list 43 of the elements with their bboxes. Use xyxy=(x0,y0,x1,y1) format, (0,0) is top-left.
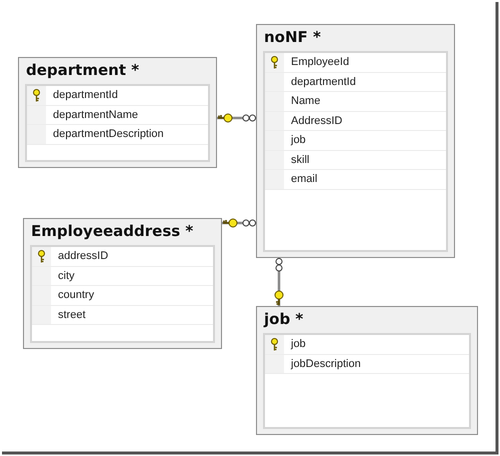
column-name: email xyxy=(291,173,318,185)
column-name: AddressID xyxy=(291,114,342,126)
column-name: Name xyxy=(291,95,320,107)
table-row xyxy=(265,150,446,170)
table-row xyxy=(265,170,446,190)
column-name: departmentName xyxy=(53,108,138,120)
column-name: city xyxy=(58,270,74,282)
table-row xyxy=(265,72,446,92)
table-row xyxy=(265,131,446,150)
table-title: noNF * xyxy=(264,28,321,46)
column-name: departmentId xyxy=(291,76,356,88)
table-title: department * xyxy=(26,61,140,79)
column-name: jobDescription xyxy=(291,358,361,370)
table-row xyxy=(265,335,469,354)
table-row xyxy=(265,354,469,374)
table-box xyxy=(256,306,478,435)
table-row xyxy=(32,266,213,286)
table-row xyxy=(27,125,208,144)
table-row xyxy=(27,106,208,125)
column-name: EmployeeId xyxy=(291,56,350,68)
table-title: job * xyxy=(264,310,304,328)
table-box xyxy=(18,57,217,168)
table-row xyxy=(265,112,446,131)
table-row xyxy=(32,247,213,266)
column-name: job xyxy=(291,338,306,350)
column-name: job xyxy=(291,134,306,146)
column-name: country xyxy=(58,289,94,301)
table-row xyxy=(27,86,208,106)
table-row xyxy=(265,53,446,72)
column-name: departmentId xyxy=(53,89,118,101)
relationship-line xyxy=(222,218,256,228)
table-row xyxy=(32,286,213,306)
column-name: street xyxy=(58,308,86,320)
column-name: skill xyxy=(291,154,310,166)
column-name: addressID xyxy=(58,250,108,262)
table-row xyxy=(265,92,446,112)
table-title: Employeeaddress * xyxy=(31,222,194,240)
column-name: departmentDescription xyxy=(53,128,164,140)
table-row xyxy=(32,306,213,325)
table-box xyxy=(23,218,222,349)
relationship-line xyxy=(217,113,256,123)
table-box xyxy=(256,24,455,258)
relationship-line xyxy=(274,258,284,306)
